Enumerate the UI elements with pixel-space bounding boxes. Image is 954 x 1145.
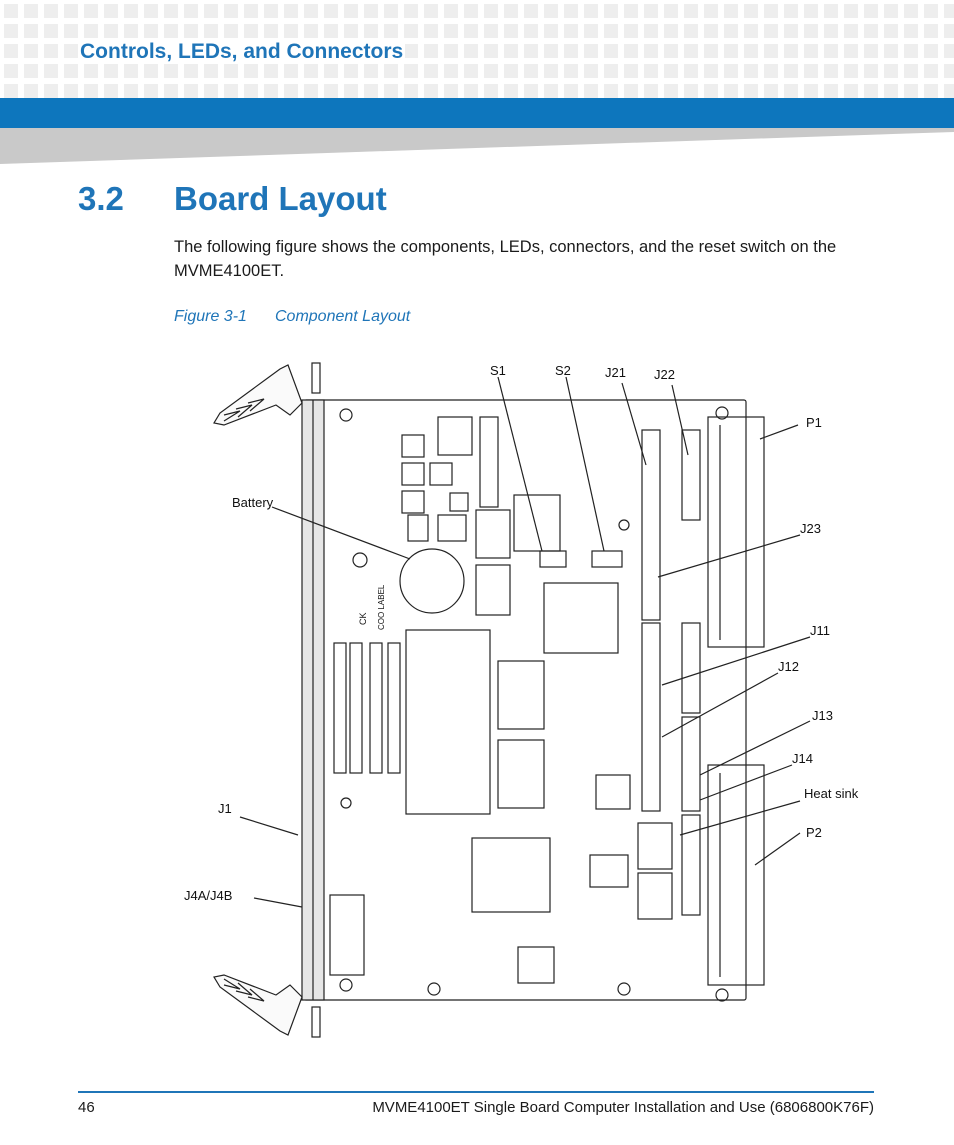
document-title: MVME4100ET Single Board Computer Install… (372, 1099, 874, 1116)
p2-connector (707, 764, 765, 986)
label-battery: Battery (232, 495, 274, 510)
label-j21: J21 (605, 365, 626, 380)
section-title: Board Layout (174, 180, 387, 217)
label-s2: S2 (555, 363, 571, 378)
label-ck: CK (358, 612, 368, 625)
label-j23: J23 (800, 521, 821, 536)
label-j12: J12 (778, 659, 799, 674)
p1-connector (707, 416, 765, 648)
section-heading: 3.2 Board Layout (78, 180, 387, 218)
label-p1: P1 (806, 415, 822, 430)
label-coo: COO LABEL (377, 584, 386, 630)
label-j11: J11 (810, 623, 830, 638)
label-j13: J13 (812, 708, 833, 723)
component-layout-figure: S1 S2 J21 J22 P1 Battery J23 J11 J12 J13… (184, 362, 859, 1038)
battery (399, 548, 465, 614)
label-j14: J14 (792, 751, 813, 766)
intro-paragraph: The following figure shows the component… (174, 238, 837, 280)
running-header: Controls, LEDs, and Connectors (78, 40, 406, 64)
footer-rule (78, 1091, 874, 1093)
label-j1: J1 (218, 801, 232, 816)
label-j22: J22 (654, 367, 675, 382)
label-heat-sink: Heat sink (804, 786, 859, 801)
page-number: 46 (78, 1099, 95, 1116)
section-number: 3.2 (78, 180, 124, 217)
header-band (0, 98, 954, 128)
header-wedge (0, 128, 954, 164)
label-s1: S1 (490, 363, 506, 378)
label-p2: P2 (806, 825, 822, 840)
label-j4: J4A/J4B (184, 888, 232, 903)
top-ejector (213, 364, 303, 426)
bottom-ejector (213, 974, 303, 1036)
figure-title: Component Layout (275, 308, 411, 325)
figure-caption: Figure 3-1 Component Layout (174, 308, 410, 326)
figure-number: Figure 3-1 (174, 308, 247, 325)
